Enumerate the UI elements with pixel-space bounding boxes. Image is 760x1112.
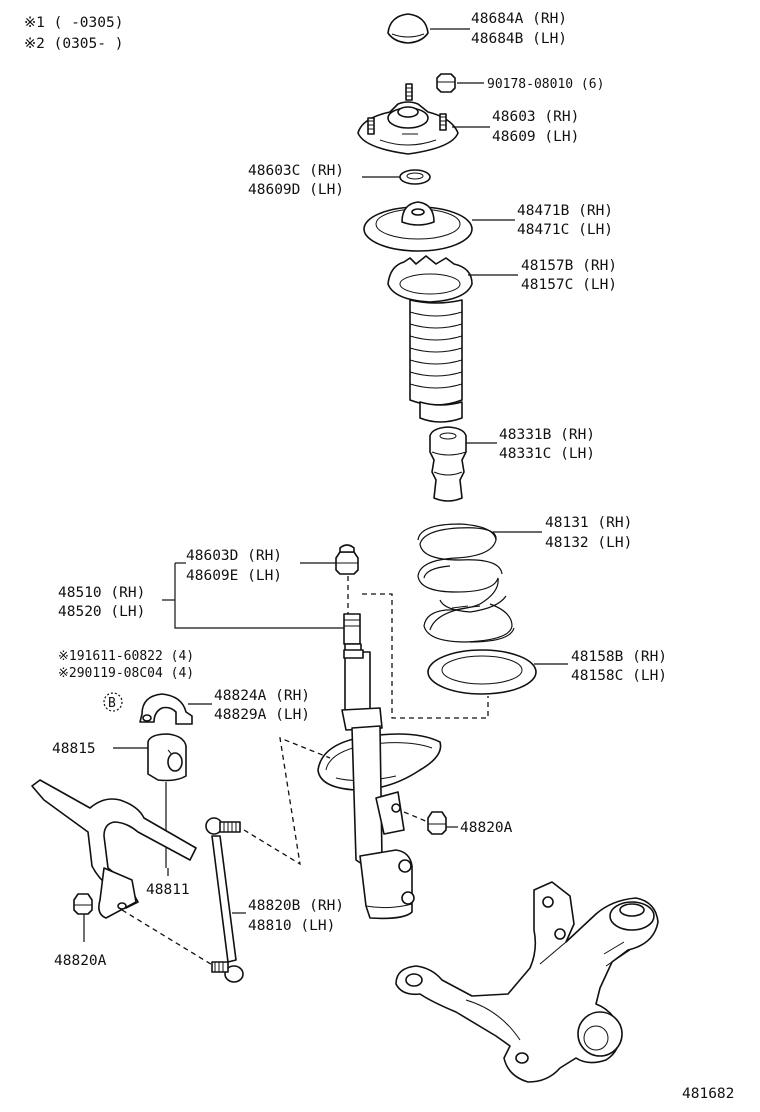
note-1: ※1 ( -0305) — [24, 15, 123, 31]
steering-knuckle-part — [395, 881, 659, 1083]
label-48820a-left: 48820A — [54, 953, 107, 969]
label-48820b: 48820B (RH) — [248, 898, 344, 914]
label-48157c: 48157C (LH) — [521, 277, 617, 293]
right-nut-part — [427, 811, 447, 835]
upper-spring-seat-part — [363, 201, 473, 252]
label-48131: 48131 (RH) — [545, 515, 632, 531]
lower-insulator-part — [427, 649, 537, 695]
label-48603d: 48603D (RH) — [186, 548, 282, 564]
label-48820a-right: 48820A — [460, 820, 513, 836]
label-48603c: 48603C (RH) — [248, 163, 344, 179]
nut-part — [436, 73, 456, 93]
label-48520: 48520 (LH) — [58, 604, 145, 620]
stabilizer-bracket-part — [139, 693, 193, 725]
label-48158c: 48158C (LH) — [571, 668, 667, 684]
label-48829a: 48829A (LH) — [214, 707, 310, 723]
coil-spring-part — [417, 523, 515, 643]
stabilizer-bar-part — [31, 779, 197, 919]
stabilizer-link-part — [205, 817, 244, 983]
support-mount-part — [357, 83, 459, 155]
label-90178: 90178-08010 (6) — [487, 77, 604, 92]
label-48510: 48510 (RH) — [58, 585, 145, 601]
label-48609e: 48609E (LH) — [186, 568, 282, 584]
label-48331c: 48331C (LH) — [499, 446, 595, 462]
label-48811: 48811 — [146, 882, 190, 898]
figure-id: 481682 — [682, 1086, 734, 1102]
left-nut-part — [73, 893, 93, 915]
label-48331b: 48331B (RH) — [499, 427, 595, 443]
label-48132: 48132 (LH) — [545, 535, 632, 551]
label-48824a: 48824A (RH) — [214, 688, 310, 704]
label-48684a: 48684A (RH) — [471, 11, 567, 27]
stabilizer-bushing-part — [147, 733, 187, 782]
dust-cap-part — [387, 13, 429, 44]
label-48810: 48810 (LH) — [248, 918, 335, 934]
shock-absorber-strut-part — [317, 613, 442, 920]
label-191611: ※191611-60822 (4) — [58, 649, 194, 664]
bearing-part — [399, 169, 431, 185]
callout-b: B — [103, 692, 123, 712]
insulator-boot-part — [387, 255, 473, 423]
strut-nut-part — [335, 544, 359, 575]
label-48471c: 48471C (LH) — [517, 222, 613, 238]
label-48609d: 48609D (LH) — [248, 182, 344, 198]
note-2: ※2 (0305- ) — [24, 36, 123, 52]
label-48603: 48603 (RH) — [492, 109, 579, 125]
label-290119: ※290119-08C04 (4) — [58, 666, 194, 681]
label-48158b: 48158B (RH) — [571, 649, 667, 665]
bump-stopper-part — [429, 426, 467, 502]
label-48157b: 48157B (RH) — [521, 258, 617, 274]
callout-b-letter: B — [108, 696, 116, 711]
label-48609: 48609 (LH) — [492, 129, 579, 145]
label-48684b: 48684B (LH) — [471, 31, 567, 47]
label-48815: 48815 — [52, 741, 96, 757]
label-48471b: 48471B (RH) — [517, 203, 613, 219]
